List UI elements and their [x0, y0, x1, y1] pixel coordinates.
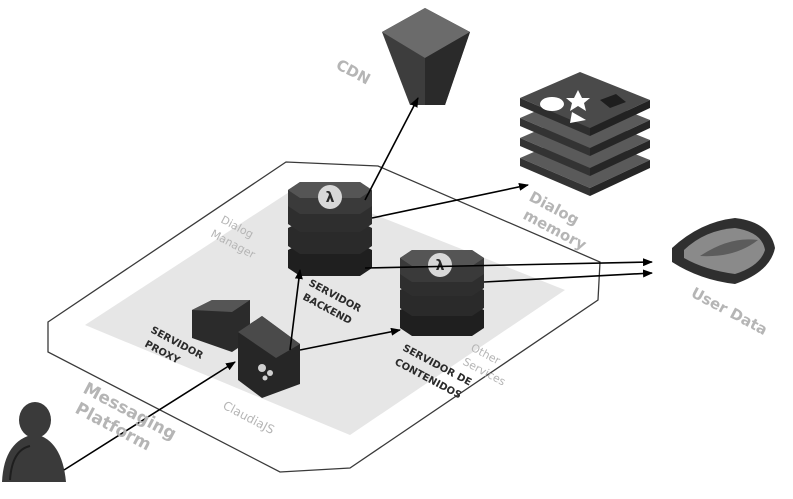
- user-data-icon: [672, 218, 775, 284]
- lambda-icon-backend: λ: [326, 190, 335, 206]
- claudiajs-area: [85, 185, 565, 435]
- servidor-proxy-icon: [192, 300, 300, 398]
- dialog-memory-icon: [520, 72, 650, 196]
- gears-icon: [258, 364, 273, 381]
- cdn-icon: [382, 8, 470, 105]
- servidor-contenidos-icon: λ: [400, 250, 484, 336]
- arrows: [63, 97, 653, 471]
- servidor-backend-icon: λ: [288, 182, 372, 276]
- cdn-label: CDN: [333, 56, 373, 89]
- user-person-icon: [2, 402, 66, 482]
- user-data-label: User Data: [688, 284, 770, 339]
